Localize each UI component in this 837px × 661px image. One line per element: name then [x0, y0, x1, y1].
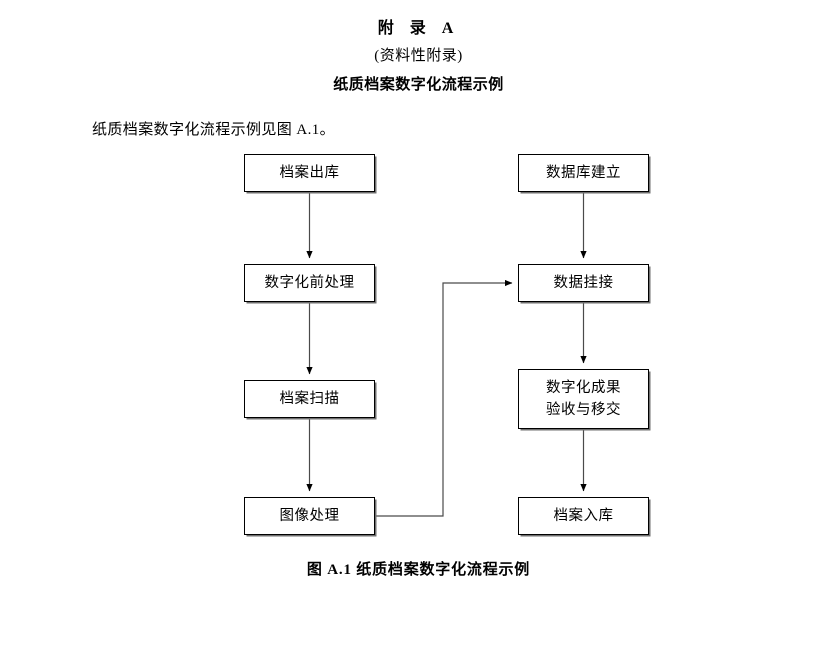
flow-node-pre-digitization[interactable]: 数字化前处理 — [244, 264, 375, 302]
flow-node-label-line1: 数字化成果 — [546, 379, 621, 396]
figure-caption: 图 A.1 纸质档案数字化流程示例 — [306, 562, 531, 578]
flow-node-label: 数据挂接 — [553, 274, 614, 291]
flow-node-database-creation[interactable]: 数据库建立 — [518, 154, 649, 192]
flow-node-data-linking[interactable]: 数据挂接 — [518, 264, 649, 302]
edge-n4-n6 — [375, 279, 513, 517]
appendix-title: 附 录 A — [377, 20, 460, 37]
flow-node-label: 数字化前处理 — [264, 274, 355, 291]
flow-node-label-line2: 验收与移交 — [546, 402, 621, 418]
flow-node-image-processing[interactable]: 图像处理 — [244, 497, 375, 535]
flow-node-label: 档案入库 — [553, 507, 614, 524]
flow-node-label: 数据库建立 — [546, 164, 621, 181]
flow-node-acceptance-and-transfer[interactable]: 数字化成果 验收与移交 — [518, 369, 649, 429]
flow-node-label: 图像处理 — [279, 507, 340, 524]
flow-node-archive-inbound[interactable]: 档案入库 — [518, 497, 649, 535]
appendix-subject: 纸质档案数字化流程示例 — [333, 77, 504, 93]
flow-node-label: 档案扫描 — [279, 390, 340, 407]
flow-node-archive-outbound[interactable]: 档案出库 — [244, 154, 375, 192]
appendix-kind: (资料性附录) — [374, 48, 463, 64]
intro-paragraph: 纸质档案数字化流程示例见图 A.1。 — [92, 122, 336, 138]
flow-node-archive-scan[interactable]: 档案扫描 — [244, 380, 375, 418]
flow-node-label: 档案出库 — [279, 164, 340, 181]
